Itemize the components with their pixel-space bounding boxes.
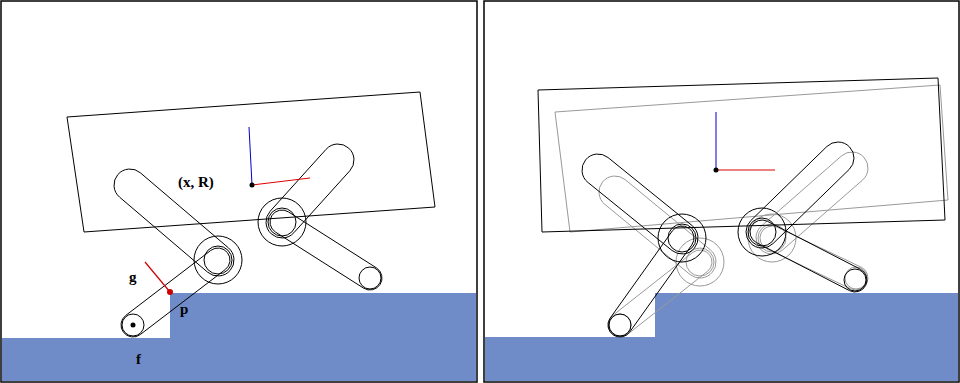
foot: [845, 267, 867, 289]
leg-link: [121, 248, 230, 337]
body-frame: [131, 112, 776, 328]
foot: [609, 314, 631, 336]
leg-link: [760, 226, 868, 290]
foot: [122, 314, 144, 336]
foot: [609, 314, 631, 336]
frame-axis: [716, 170, 775, 171]
body-box: [538, 78, 945, 232]
hip-joint: [738, 208, 786, 256]
robot-figure: [67, 92, 435, 337]
math-label: f: [136, 352, 141, 367]
terrain-step: [485, 293, 958, 381]
leg-link: [114, 169, 234, 276]
gravity-vector: [145, 262, 170, 292]
foot: [844, 269, 866, 291]
frame-axis: [716, 112, 717, 170]
foot: [359, 267, 381, 289]
math-label: p: [180, 302, 188, 317]
frame-origin: [250, 183, 255, 188]
panel-frame: [484, 1, 959, 382]
leg-link: [750, 220, 867, 292]
math-label: g: [129, 270, 137, 285]
leg-link: [582, 154, 698, 254]
frame-axis: [249, 127, 252, 185]
hip-joint: [258, 198, 306, 246]
frame-origin: [714, 168, 719, 173]
hip-joint: [268, 208, 296, 236]
hip-joint: [204, 246, 232, 274]
robot-figure: [538, 78, 945, 337]
hip-joint: [748, 218, 776, 246]
foot-point: [131, 323, 136, 328]
hip-joint: [658, 214, 706, 262]
panel-frame: [1, 1, 477, 382]
leg-link: [746, 142, 854, 248]
terrain-step: [2, 293, 476, 381]
contact-point: [167, 289, 173, 295]
hip-joint: [194, 236, 242, 284]
leg-link: [266, 144, 354, 238]
leg-link: [608, 226, 694, 337]
hip-joint: [668, 224, 696, 252]
leg-link: [608, 250, 712, 337]
frame-axis: [252, 178, 310, 185]
math-label: (x, R): [178, 175, 214, 190]
leg-link: [270, 210, 382, 290]
body-box: [67, 92, 435, 232]
robot-ghost: [555, 85, 948, 337]
